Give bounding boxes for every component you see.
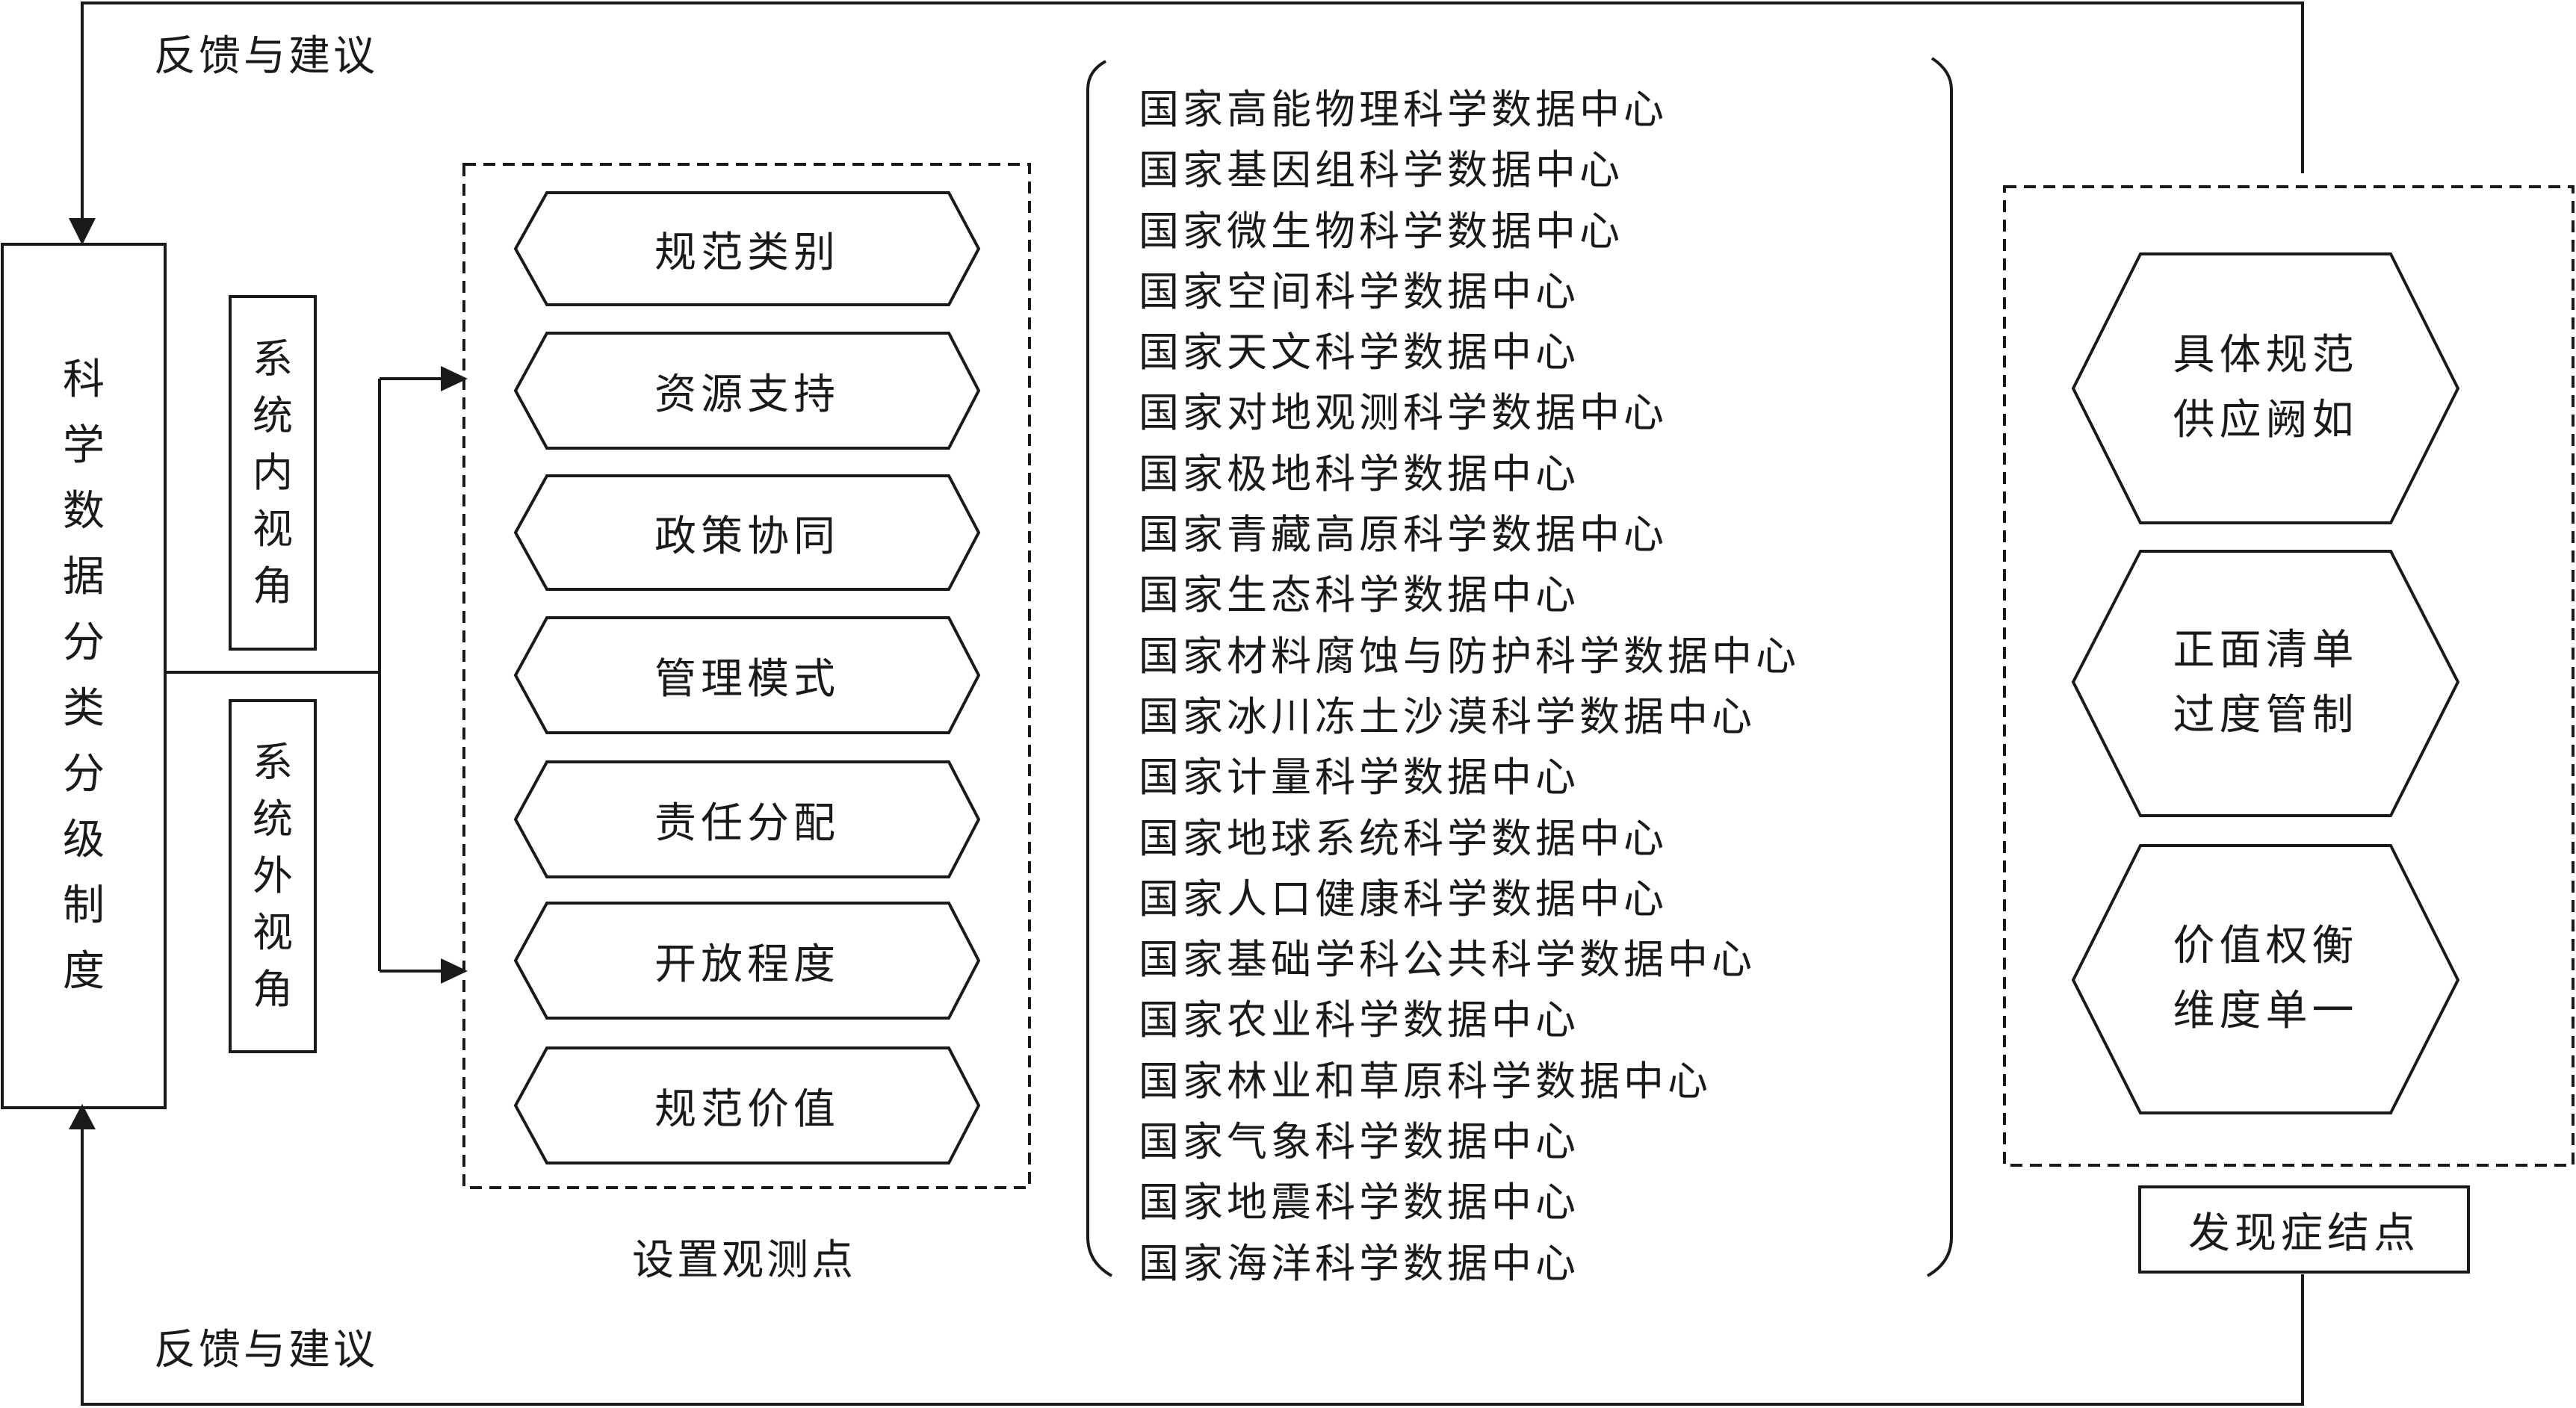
data-center-item: 国家对地观测科学数据中心 — [1139, 389, 1668, 437]
main-system-char: 类 — [63, 684, 105, 733]
observation-hexagons — [513, 191, 981, 1164]
observation-group-box — [462, 163, 1031, 1189]
observation-hexagon-5 — [513, 760, 981, 878]
data-center-item: 国家青藏高原科学数据中心 — [1139, 511, 1668, 559]
outer-view-char: 角 — [253, 966, 293, 1013]
main-system-char: 分 — [63, 618, 105, 667]
inner-view-box — [229, 295, 317, 651]
left-brace — [1086, 60, 1112, 1277]
inner-view-char: 统 — [253, 392, 293, 439]
observation-caption: 设置观测点 — [632, 1236, 856, 1285]
feedback-loop-top-arrowhead — [69, 218, 96, 245]
observation-item-2: 资源支持 — [654, 370, 840, 419]
observation-item-3: 政策协同 — [654, 512, 840, 561]
symptom-hexagon-2 — [2071, 550, 2460, 817]
data-center-item: 国家微生物科学数据中心 — [1139, 207, 1623, 255]
symptom-item-1-line1: 具体规范 — [2173, 331, 2359, 380]
inner-view-char: 内 — [253, 449, 293, 496]
outer-view-char: 视 — [253, 909, 293, 956]
main-system-char: 制 — [63, 881, 105, 930]
feedback-label-top: 反馈与建议 — [154, 32, 378, 81]
observation-hexagon-3 — [513, 474, 981, 591]
data-center-item: 国家人口健康科学数据中心 — [1139, 875, 1668, 922]
right-brace — [1927, 57, 1953, 1277]
data-center-item: 国家林业和草原科学数据中心 — [1139, 1057, 1712, 1105]
main-system-box — [1, 243, 167, 1109]
outer-view-box — [229, 699, 317, 1053]
main-system-char: 数 — [63, 487, 105, 536]
data-center-item: 国家农业科学数据中心 — [1139, 996, 1579, 1044]
symptom-hexagons — [2071, 252, 2460, 1114]
observation-hexagon-1 — [513, 191, 981, 306]
symptom-item-1: 具体规范 供应阙如 — [2073, 254, 2458, 523]
symptom-item-3-line1: 价值权衡 — [2173, 922, 2359, 971]
feedback-label-bottom: 反馈与建议 — [154, 1326, 378, 1374]
data-center-item: 国家气象科学数据中心 — [1139, 1118, 1579, 1166]
symptom-group-box — [2003, 185, 2575, 1167]
main-system-char: 据 — [63, 553, 105, 601]
symptom-caption: 发现症结点 — [2188, 1209, 2420, 1258]
main-system-char: 学 — [63, 421, 105, 470]
data-center-item: 国家地球系统科学数据中心 — [1139, 814, 1668, 862]
arrowhead-upper — [441, 366, 468, 391]
data-center-item: 国家地震科学数据中心 — [1139, 1179, 1579, 1226]
data-center-item: 国家生态科学数据中心 — [1139, 571, 1579, 619]
data-center-item: 国家空间科学数据中心 — [1139, 267, 1579, 315]
inner-view-char: 视 — [253, 506, 293, 553]
symptom-item-3: 价值权衡 维度单一 — [2073, 846, 2458, 1113]
main-system-char: 分 — [63, 750, 105, 798]
feedback-loop-bottom-line — [81, 1129, 2304, 1406]
outer-view-char: 统 — [253, 796, 293, 843]
data-center-item: 国家基因组科学数据中心 — [1139, 146, 1623, 194]
main-system-char: 度 — [63, 947, 105, 996]
data-center-item: 国家基础学科公共科学数据中心 — [1139, 936, 1756, 984]
symptom-caption-box — [2138, 1185, 2470, 1274]
observation-item-4: 管理模式 — [654, 654, 840, 704]
observation-hexagon-2 — [513, 332, 981, 450]
data-center-item: 国家海洋科学数据中心 — [1139, 1239, 1579, 1287]
inner-view-char: 角 — [253, 562, 293, 610]
outer-view-label: 系统外视角 — [230, 701, 315, 1052]
symptom-hexagon-1 — [2071, 252, 2460, 524]
observation-hexagon-6 — [513, 902, 981, 1020]
symptom-hexagon-3 — [2071, 844, 2460, 1114]
inner-view-label: 系统内视角 — [230, 297, 315, 649]
observation-hexagon-7 — [513, 1046, 981, 1164]
observation-item-5: 责任分配 — [654, 798, 840, 848]
feedback-loop-top-line — [81, 1, 2304, 224]
observation-hexagon-4 — [513, 616, 981, 734]
observation-item-1: 规范类别 — [654, 228, 840, 277]
data-center-item: 国家冰川冻土沙漠科学数据中心 — [1139, 692, 1756, 740]
inner-view-char: 系 — [253, 335, 293, 382]
data-center-item: 国家材料腐蚀与防护科学数据中心 — [1139, 632, 1800, 680]
main-system-char: 科 — [63, 356, 105, 404]
symptom-item-2-line2: 过度管制 — [2173, 691, 2359, 739]
symptom-item-2: 正面清单 过度管制 — [2073, 551, 2458, 816]
data-center-list: 国家高能物理科学数据中心国家基因组科学数据中心国家微生物科学数据中心国家空间科学… — [1139, 79, 1901, 1294]
outer-view-char: 系 — [253, 739, 293, 786]
feedback-loop-bottom-arrowhead — [69, 1104, 96, 1129]
data-center-item: 国家极地科学数据中心 — [1139, 450, 1579, 497]
observation-item-7: 规范价值 — [654, 1085, 840, 1134]
data-center-item: 国家高能物理科学数据中心 — [1139, 86, 1668, 133]
observation-item-6: 开放程度 — [654, 940, 840, 989]
arrowhead-lower — [441, 958, 468, 984]
outer-view-char: 外 — [253, 852, 293, 899]
symptom-item-3-line2: 维度单一 — [2173, 987, 2359, 1035]
main-system-label: 科学数据分类分级制度 — [2, 244, 165, 1108]
symptom-item-1-line2: 供应阙如 — [2173, 396, 2359, 444]
symptom-item-2-line1: 正面清单 — [2173, 626, 2359, 675]
main-system-char: 级 — [63, 816, 105, 864]
data-center-item: 国家计量科学数据中心 — [1139, 754, 1579, 801]
data-center-item: 国家天文科学数据中心 — [1139, 329, 1579, 376]
